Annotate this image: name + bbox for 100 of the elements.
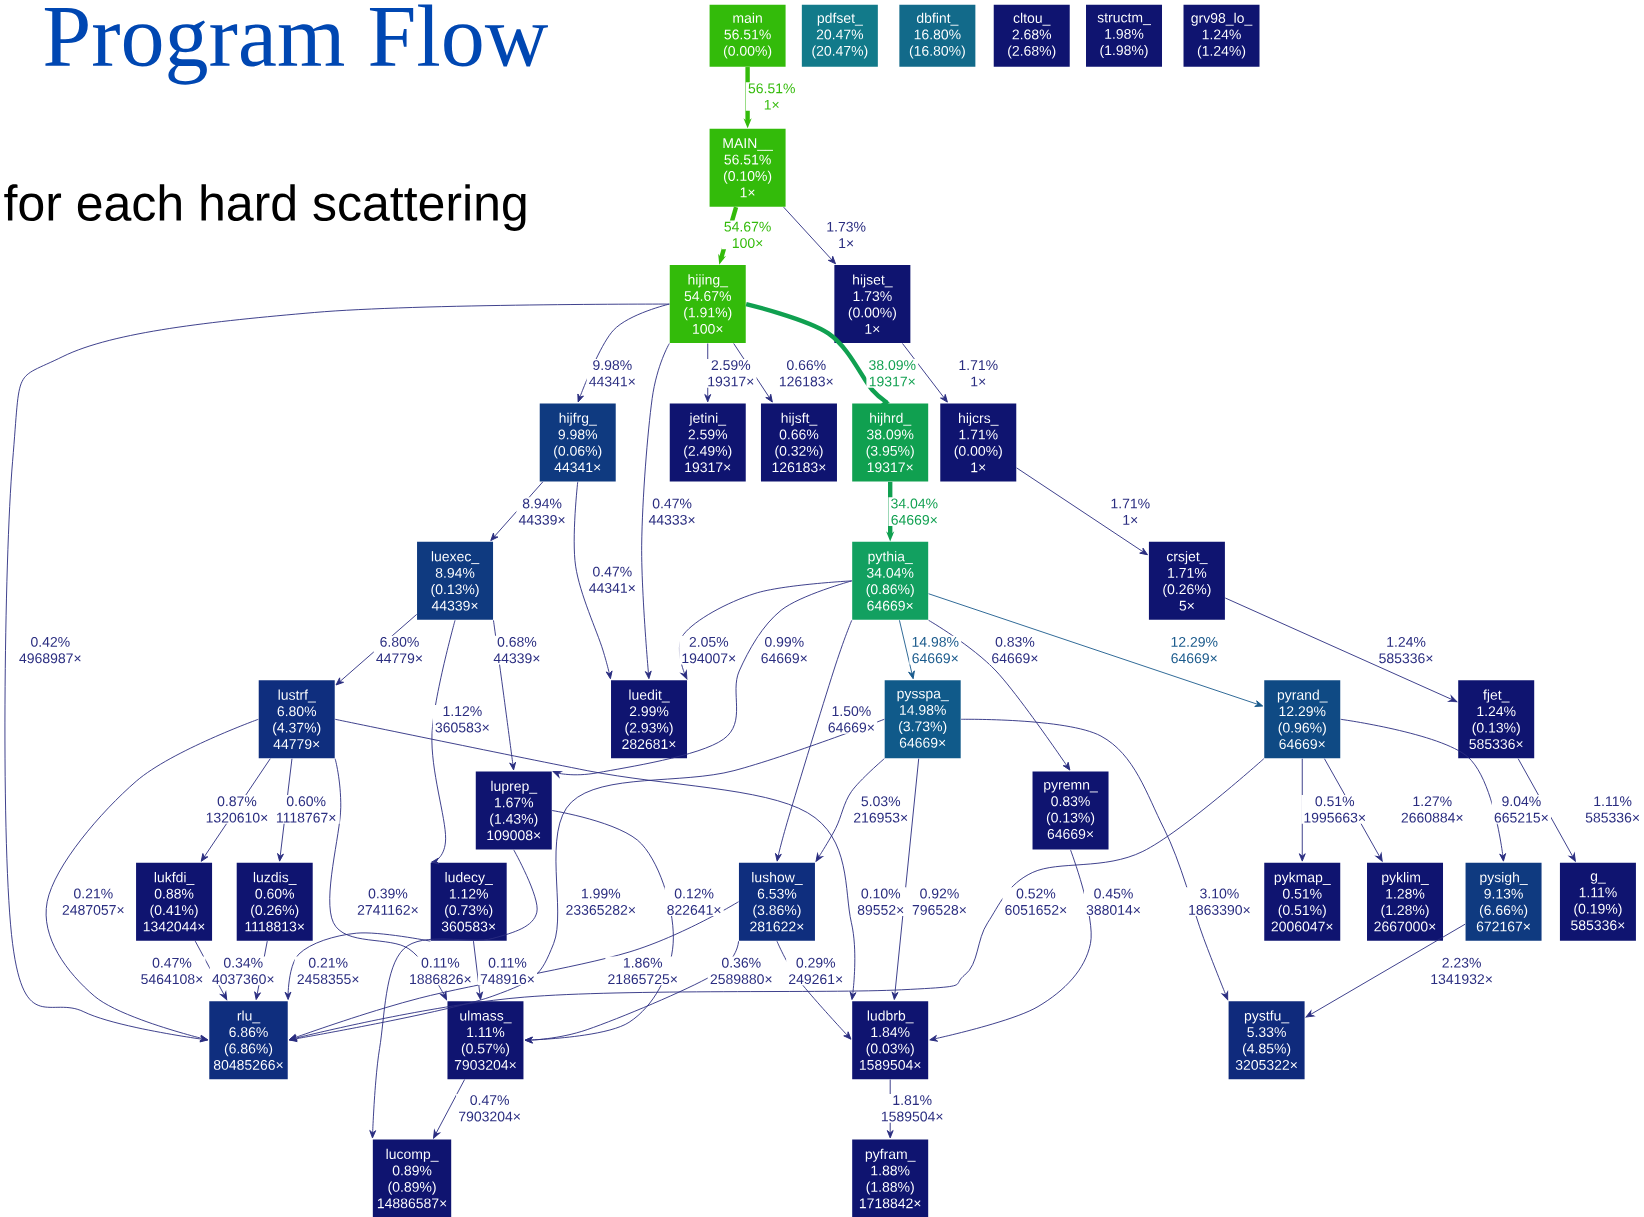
- edge-label: 38.09% 19317×: [866, 358, 919, 388]
- arrow: [490, 481, 544, 541]
- arrow: [960, 718, 1229, 1001]
- function-box: dbfint_ 16.80% (16.80%): [899, 4, 976, 67]
- arrow: [4, 303, 670, 1043]
- edge-label: 0.99% 64669×: [758, 635, 810, 665]
- function-box: pykmap_ 0.51% (0.51%) 2006047×: [1264, 862, 1341, 941]
- arrow: [929, 849, 1092, 1042]
- edge-label: 8.94% 44339×: [516, 497, 568, 526]
- function-box: hijset_ 1.73% (0.00%) 1×: [834, 265, 911, 344]
- edge-label: 1.11% 585336×: [1583, 795, 1643, 824]
- edge-label: 12.29% 64669×: [1168, 635, 1221, 665]
- edge-label: 0.47% 7903204×: [456, 1093, 524, 1123]
- arrow: [1305, 923, 1466, 1018]
- arrow: [329, 758, 447, 1001]
- function-box: pythia_ 34.04% (0.86%) 64669×: [852, 541, 929, 620]
- edge-label: 56.51% 1×: [745, 82, 798, 111]
- edge-label: 2.59% 19317×: [705, 358, 757, 388]
- function-box: structm_ 1.98% (1.98%): [1086, 4, 1162, 67]
- arrow: [45, 718, 259, 1042]
- function-box: pdfset_ 20.47% (20.47%): [801, 4, 878, 67]
- arrow: [552, 580, 853, 778]
- edge-label: 0.45% 388014×: [1083, 887, 1144, 917]
- function-box: crsjet_ 1.71% (0.26%) 5×: [1148, 541, 1225, 620]
- function-box: pyrand_ 12.29% (0.96%) 64669×: [1264, 680, 1341, 759]
- arrow: [928, 619, 1071, 771]
- edge-label: 0.47% 5464108×: [138, 956, 206, 986]
- arrow: [433, 1079, 466, 1139]
- edge-label: 5.03% 216953×: [851, 795, 911, 824]
- edge-label: 0.42% 4968987×: [16, 635, 84, 665]
- function-box: ulmass_ 1.11% (0.57%) 7903204×: [447, 1001, 524, 1080]
- function-box: g_ 1.11% (0.19%) 585336×: [1559, 862, 1636, 941]
- arrow: [1224, 597, 1458, 703]
- function-box: hijing_ 54.67% (1.91%) 100×: [669, 265, 746, 344]
- edge-label: 0.87% 1320610×: [203, 795, 271, 824]
- function-box: rlu_ 6.86% (6.86%) 80485266×: [209, 1001, 288, 1080]
- function-box: pyklim_ 1.28% (1.28%) 2667000×: [1367, 862, 1443, 941]
- function-box: hijhrd_ 38.09% (3.95%) 19317×: [852, 403, 929, 482]
- edge-label: 0.29% 249261×: [786, 956, 846, 986]
- function-box: lushow_ 6.53% (3.86%) 281622×: [738, 862, 815, 941]
- function-box: main 56.51% (0.00%): [709, 4, 786, 67]
- function-box: lucomp_ 0.89% (0.89%) 14886587×: [372, 1139, 452, 1217]
- edge-label: 1.71% 1×: [956, 359, 1001, 388]
- edge-label: 1.12% 360583×: [432, 704, 492, 734]
- arrow: [573, 481, 613, 680]
- arrow: [902, 343, 948, 403]
- function-box: ludbrb_ 1.84% (0.03%) 1589504×: [852, 1001, 929, 1080]
- function-box: pystfu_ 5.33% (4.85%) 3205322×: [1228, 1001, 1305, 1080]
- edge-label: 1.50% 64669×: [825, 704, 878, 734]
- arrow: [899, 619, 915, 680]
- edge-label: 1.99% 23365282×: [563, 887, 639, 917]
- edge-label: 1.71% 1×: [1108, 497, 1153, 526]
- function-box: fjet_ 1.24% (0.13%) 585336×: [1458, 680, 1535, 759]
- arrow: [369, 849, 538, 1139]
- slide-title: Program Flow: [44, 4, 548, 85]
- function-box: pysspa_ 14.98% (3.73%) 64669×: [884, 680, 961, 759]
- edge-label: 0.83% 64669×: [989, 635, 1041, 665]
- arrow: [775, 619, 853, 862]
- function-box: jetini_ 2.59% (2.49%) 19317×: [669, 403, 746, 482]
- arrow: [473, 940, 484, 1000]
- edge-label: 0.36% 2589880×: [707, 956, 775, 986]
- edge-label: 1.81% 1589504×: [878, 1093, 946, 1123]
- function-box: pyfram_ 1.88% (1.88%) 1718842×: [852, 1139, 929, 1217]
- function-box: luexec_ 8.94% (0.13%) 44339×: [417, 541, 494, 620]
- function-box: pyremn_ 0.83% (0.13%) 64669×: [1032, 771, 1109, 850]
- edge-label: 2.23% 1341932×: [1428, 956, 1496, 986]
- edge-label: 1.86% 21865725×: [605, 956, 681, 986]
- edge-label: 1.27% 2660884×: [1398, 795, 1466, 824]
- edge-label: 0.52% 6051652×: [1002, 887, 1070, 917]
- edge-label: 9.04% 665215×: [1491, 795, 1551, 824]
- edge-label: 0.66% 126183×: [776, 358, 836, 388]
- edge-label: 9.98% 44341×: [586, 358, 639, 388]
- edge-label: 0.92% 796528×: [909, 887, 970, 917]
- function-box: cltou_ 2.68% (2.68%): [993, 4, 1070, 67]
- edge-label: 0.34% 4037360×: [209, 956, 277, 986]
- arrow: [679, 580, 853, 680]
- arrow: [928, 593, 1264, 707]
- function-box: ludecy_ 1.12% (0.73%) 360583×: [430, 862, 507, 941]
- function-box: pysigh_ 9.13% (6.66%) 672167×: [1465, 862, 1542, 941]
- edge-label: 0.68% 44339×: [491, 635, 543, 665]
- function-box: luedit_ 2.99% (2.93%) 282681×: [611, 680, 688, 759]
- arrow: [334, 718, 857, 1000]
- arrow: [1340, 718, 1507, 862]
- function-box: lustrf_ 6.80% (4.37%) 44779×: [258, 680, 335, 759]
- arrow: [431, 619, 456, 865]
- arrow: [577, 303, 670, 403]
- edge-label: 14.98% 64669×: [909, 635, 962, 665]
- edge-label: 34.04% 64669×: [888, 497, 941, 526]
- function-box: luzdis_ 0.60% (0.26%) 1118813×: [236, 862, 313, 941]
- function-box: lukfdi_ 0.88% (0.41%) 1342044×: [136, 862, 213, 941]
- function-box: hijsft_ 0.66% (0.32%) 126183×: [760, 403, 837, 482]
- arrow: [284, 932, 431, 1000]
- function-box: luprep_ 1.67% (1.43%) 109008×: [475, 771, 552, 850]
- edge-label: 0.21% 2458355×: [294, 956, 362, 986]
- edge-label: 6.80% 44779×: [373, 635, 426, 665]
- edge-label: 0.51% 1995663×: [1301, 795, 1369, 824]
- edge-label: 1.73% 1×: [824, 220, 869, 250]
- function-box: hijcrs_ 1.71% (0.00%) 1×: [940, 403, 1017, 482]
- arrow: [815, 758, 885, 862]
- arrow: [1016, 467, 1148, 556]
